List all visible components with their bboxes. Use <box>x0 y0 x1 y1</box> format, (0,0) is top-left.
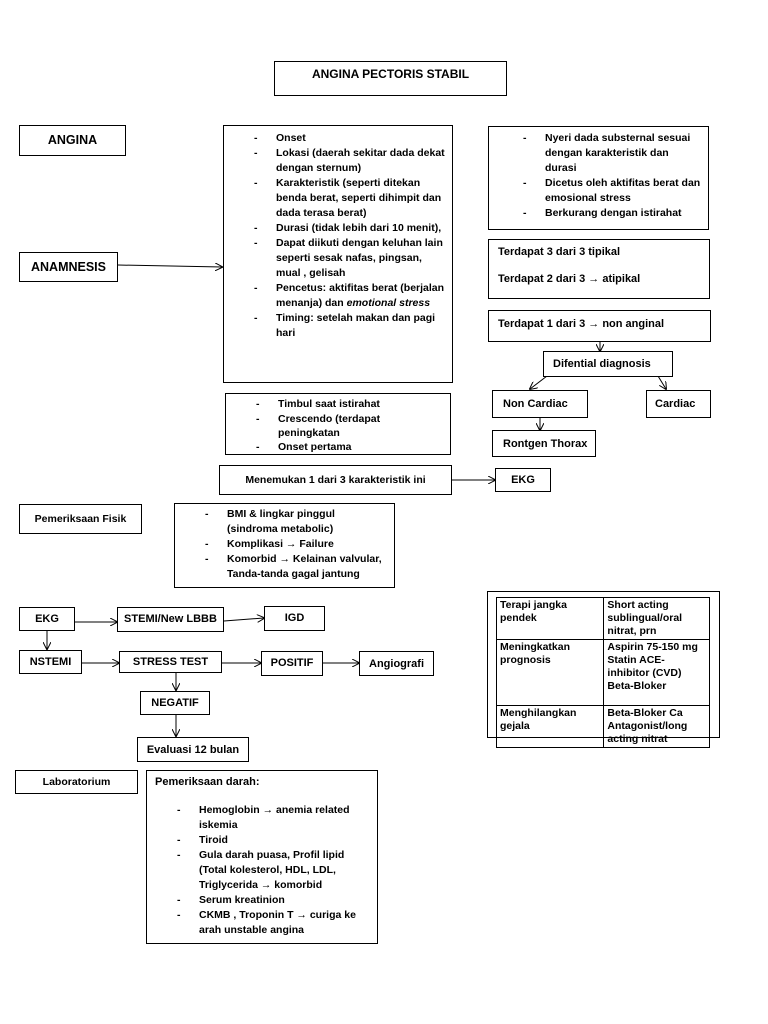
list-item: Timbul saat istirahat <box>252 397 444 412</box>
tipikal-text: Terdapat 3 dari 3 tipikal <box>498 246 621 258</box>
laboratorium-box: Laboratorium <box>15 770 138 794</box>
arrow-difential-to-noncardiac <box>530 375 548 389</box>
anamnesis-list: Onset Lokasi (daerah sekitar dada dekat … <box>250 131 446 341</box>
angiografi-box: Angiografi <box>359 651 434 676</box>
angina-label: ANGINA <box>47 133 98 147</box>
ekg-flow-box: EKG <box>19 607 75 631</box>
igd-box: IGD <box>264 606 325 631</box>
angina-box: ANGINA <box>19 125 126 156</box>
angiografi-text: Angiografi <box>369 658 424 670</box>
anamnesis-box: ANAMNESIS <box>19 252 118 282</box>
table-row: Meningkatkan prognosis Aspirin 75-150 mg… <box>495 639 710 706</box>
menemukan-text: Menemukan 1 dari 3 karakteristik ini <box>245 474 426 486</box>
therapy-table: Terapi jangka pendek Short acting sublin… <box>495 597 710 748</box>
fisik-details-box: BMI & lingkar pinggul (sindroma metaboli… <box>174 503 395 588</box>
stress-test-text: STRESS TEST <box>132 656 209 668</box>
list-item: Dapat diikuti dengan keluhan lain sepert… <box>250 236 446 281</box>
therapy-label: Menghilangkan gejala <box>495 705 605 748</box>
pemeriksaan-fisik-text: Pemeriksaan Fisik <box>34 513 127 525</box>
nstemi-text: NSTEMI <box>29 656 72 668</box>
list-item: Timing: setelah makan dan pagi hari <box>250 311 446 341</box>
arrow-anamnesis-to-items <box>117 265 222 267</box>
typical-criteria-box: Nyeri dada substernal sesuai dengan kara… <box>488 126 709 230</box>
list-item: Serum kreatinion <box>173 893 371 908</box>
arrow-difential-to-cardiac <box>657 375 666 389</box>
list-item: Crescendo (terdapat peningkatan <box>252 412 444 440</box>
ekg-top-text: EKG <box>511 474 535 486</box>
ekg-flow-text: EKG <box>35 613 59 625</box>
list-item: Karakteristik (seperti ditekan benda ber… <box>250 176 446 221</box>
arrow-stemi-to-igd <box>223 618 264 621</box>
evaluasi-text: Evaluasi 12 bulan <box>146 744 240 756</box>
anamnesis-label: ANAMNESIS <box>30 260 106 274</box>
list-item: Komorbid → Kelainan valvular, Tanda-tand… <box>201 552 388 582</box>
difential-box: Difential diagnosis <box>543 351 673 377</box>
list-item: BMI & lingkar pinggul (sindroma metaboli… <box>201 507 388 537</box>
atipikal-text: Terdapat 2 dari 3 → atipikal <box>498 273 641 285</box>
therapy-value: Beta-Bloker Ca Antagonist/long acting ni… <box>603 705 710 748</box>
negatif-box: NEGATIF <box>140 691 210 715</box>
lab-details-box: Pemeriksaan darah: Hemoglobin → anemia r… <box>146 770 378 944</box>
list-item: Dicetus oleh aktifitas berat dan emosion… <box>519 176 702 206</box>
therapy-label: Terapi jangka pendek <box>495 597 605 640</box>
rontgen-box: Rontgen Thorax <box>492 430 596 457</box>
list-item: Komplikasi → Failure <box>201 537 388 552</box>
non-cardiac-box: Non Cardiac <box>492 390 588 418</box>
tipikal-box: Terdapat 3 dari 3 tipikal Terdapat 2 dar… <box>488 239 710 299</box>
pencetus-text: Pencetus: aktifitas berat (berjalan mena… <box>276 282 445 309</box>
therapy-value: Short acting sublingual/oral nitrat, prn <box>603 597 710 640</box>
list-item: Nyeri dada substernal sesuai dengan kara… <box>519 131 702 176</box>
therapy-label: Meningkatkan prognosis <box>495 639 605 706</box>
anamnesis-details-box: Onset Lokasi (daerah sekitar dada dekat … <box>223 125 453 383</box>
fisik-list: BMI & lingkar pinggul (sindroma metaboli… <box>201 507 388 582</box>
unstable-features-box: Timbul saat istirahat Crescendo (terdapa… <box>225 393 451 455</box>
page-title: ANGINA PECTORIS STABIL <box>311 67 470 81</box>
evaluasi-box: Evaluasi 12 bulan <box>137 737 249 762</box>
table-row: Menghilangkan gejala Beta-Bloker Ca Anta… <box>495 705 710 748</box>
difential-text: Difential diagnosis <box>553 358 651 370</box>
typical-criteria-list: Nyeri dada substernal sesuai dengan kara… <box>519 131 702 221</box>
ekg-top-box: EKG <box>495 468 551 492</box>
list-item: Tiroid <box>173 833 371 848</box>
lab-list: Hemoglobin → anemia related iskemia Tiro… <box>155 803 371 938</box>
stemi-text: STEMI/New LBBB <box>124 613 217 625</box>
pemeriksaan-darah-label: Pemeriksaan darah: <box>155 776 260 788</box>
title-box: ANGINA PECTORIS STABIL <box>274 61 507 96</box>
stress-test-box: STRESS TEST <box>119 651 222 673</box>
menemukan-box: Menemukan 1 dari 3 karakteristik ini <box>219 465 452 495</box>
igd-text: IGD <box>284 612 305 624</box>
list-item: Gula darah puasa, Profil lipid (Total ko… <box>173 848 371 893</box>
cardiac-box: Cardiac <box>646 390 711 418</box>
nonanginal-text: Terdapat 1 dari 3 → non anginal <box>498 318 665 330</box>
cardiac-text: Cardiac <box>655 398 696 410</box>
list-item: CKMB , Troponin T → curiga ke arah unsta… <box>173 908 371 938</box>
list-item: Hemoglobin → anemia related iskemia <box>173 803 371 833</box>
table-row: Terapi jangka pendek Short acting sublin… <box>495 597 710 640</box>
list-item: Berkurang dengan istirahat <box>519 206 702 221</box>
negatif-text: NEGATIF <box>151 697 199 709</box>
non-cardiac-text: Non Cardiac <box>503 398 568 410</box>
therapy-value: Aspirin 75-150 mg Statin ACE-inhibitor (… <box>603 639 710 706</box>
positif-box: POSITIF <box>261 651 323 676</box>
nonanginal-box: Terdapat 1 dari 3 → non anginal <box>488 310 711 342</box>
unstable-features-list: Timbul saat istirahat Crescendo (terdapa… <box>252 397 444 455</box>
laboratorium-text: Laboratorium <box>42 776 111 788</box>
list-item: Lokasi (daerah sekitar dada dekat dengan… <box>250 146 446 176</box>
rontgen-text: Rontgen Thorax <box>503 438 588 450</box>
emotional-stress-text: emotional stress <box>346 297 431 309</box>
positif-text: POSITIF <box>270 657 314 669</box>
list-item: Onset <box>250 131 446 146</box>
stemi-box: STEMI/New LBBB <box>117 607 224 632</box>
list-item: Durasi (tidak lebih dari 10 menit), <box>250 221 446 236</box>
nstemi-box: NSTEMI <box>19 650 82 674</box>
pemeriksaan-fisik-box: Pemeriksaan Fisik <box>19 504 142 534</box>
list-item: Pencetus: aktifitas berat (berjalan mena… <box>250 281 446 311</box>
list-item: Onset pertama <box>252 440 444 455</box>
